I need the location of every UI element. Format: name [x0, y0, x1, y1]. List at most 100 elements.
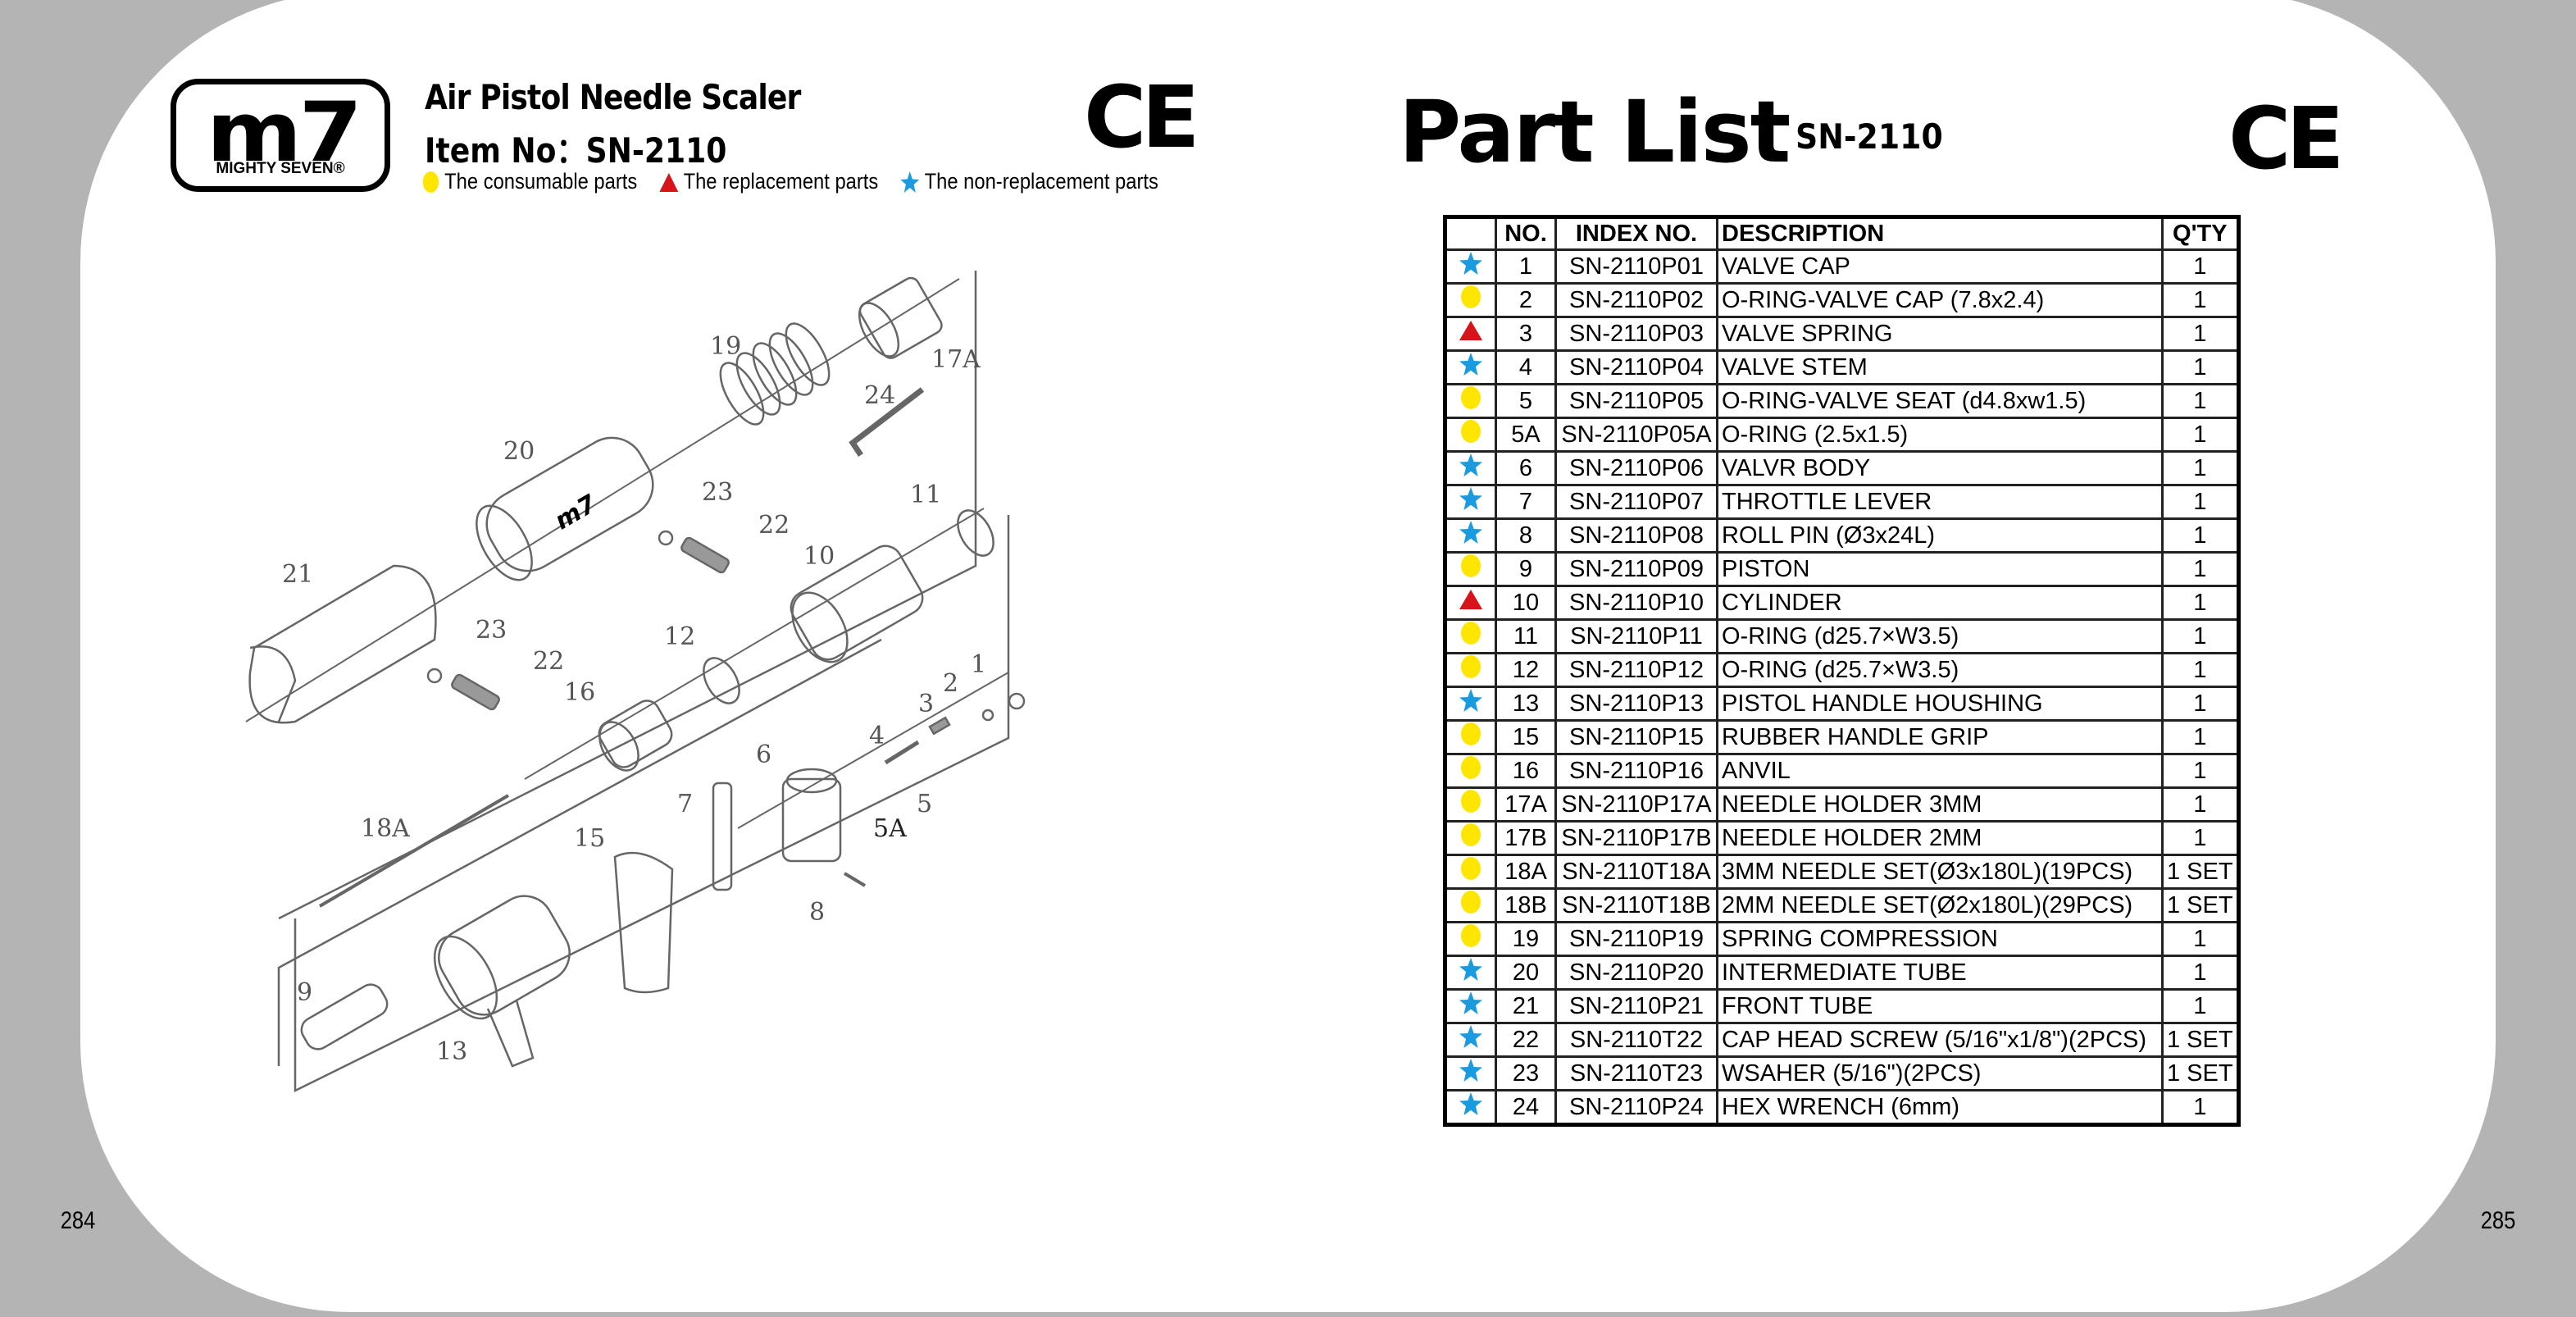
star-icon	[1444, 484, 1497, 520]
callout-18a: 18A	[361, 814, 410, 843]
quantity: 1	[2161, 383, 2240, 419]
callout-16: 16	[564, 678, 595, 707]
callout-12: 12	[664, 622, 695, 651]
circle-icon	[1444, 921, 1497, 957]
quantity: 1	[2161, 517, 2240, 554]
index-no: SN-2110P04	[1554, 349, 1718, 385]
cylinder-part	[790, 545, 924, 663]
index-no: SN-2110P03	[1554, 316, 1718, 352]
circle-icon	[1444, 786, 1497, 823]
page-number-right: 285	[2480, 1207, 2516, 1234]
quantity: 1	[2161, 820, 2240, 856]
part-no: 8	[1495, 517, 1557, 554]
quantity: 1	[2161, 719, 2240, 755]
index-no: SN-2110T22	[1554, 1022, 1718, 1058]
handle-housing-part	[433, 895, 571, 1068]
callout-labels: 19 17A 24 20 23 22 11 21 10 23 22 12 16 …	[282, 332, 986, 1066]
circle-icon	[1444, 854, 1497, 890]
callout-2: 2	[943, 669, 958, 698]
page-number-left: 284	[60, 1207, 96, 1234]
o-ring-part	[957, 509, 994, 557]
part-list-model: SN-2110	[1795, 116, 1943, 157]
group-frame-upper	[278, 271, 977, 920]
description: CAP HEAD SCREW (5/16"x1/8")(2PCS)	[1716, 1022, 2164, 1058]
index-no: SN-2110P10	[1554, 585, 1718, 621]
description: O-RING-VALVE SEAT (d4.8xw1.5)	[1716, 383, 2164, 419]
index-no: SN-2110P13	[1554, 686, 1718, 722]
valve-parts	[884, 692, 1026, 765]
quantity: 1	[2161, 786, 2240, 823]
callout-19: 19	[710, 332, 741, 361]
star-icon	[1444, 1089, 1497, 1126]
star-icon	[1444, 686, 1497, 722]
callout-5: 5	[917, 790, 932, 818]
callout-22: 22	[758, 511, 790, 540]
quantity: 1	[2161, 686, 2240, 722]
circle-icon	[1444, 820, 1497, 856]
group-frame-middle	[294, 515, 1010, 1093]
index-no: SN-2110T18A	[1554, 854, 1718, 890]
quantity: 1 SET	[2161, 854, 2240, 890]
description: HEX WRENCH (6mm)	[1716, 1089, 2164, 1126]
part-no: 12	[1495, 652, 1557, 688]
part-no: 1	[1495, 248, 1557, 285]
legend-non-replacement: The non-replacement parts	[900, 169, 1158, 194]
quantity: 1 SET	[2161, 887, 2240, 923]
part-no: 24	[1495, 1089, 1557, 1126]
callout-22: 22	[533, 647, 564, 676]
o-ring-part	[703, 657, 740, 704]
item-number: Item No：SN-2110	[425, 130, 727, 171]
legend-replacement: The replacement parts	[659, 169, 878, 194]
circle-icon	[1444, 887, 1497, 923]
quantity: 1	[2161, 652, 2240, 688]
description: VALVE CAP	[1716, 248, 2164, 285]
quantity: 1	[2161, 316, 2240, 352]
circle-icon	[1444, 383, 1497, 419]
callout-24: 24	[864, 381, 895, 410]
description: NEEDLE HOLDER 3MM	[1716, 786, 2164, 823]
index-no: SN-2110P21	[1554, 988, 1718, 1024]
description: O-RING (d25.7×W3.5)	[1716, 652, 2164, 688]
circle-icon	[1444, 282, 1497, 318]
header-index-no: INDEX NO.	[1554, 216, 1718, 251]
legend: The consumable parts The replacement par…	[421, 169, 1180, 194]
description: FRONT TUBE	[1716, 988, 2164, 1024]
part-no: 10	[1495, 585, 1557, 621]
circle-icon	[1444, 753, 1497, 789]
screw-part	[426, 530, 730, 711]
spring-part	[719, 322, 831, 426]
index-no: SN-2110P17A	[1554, 786, 1718, 823]
part-list-title: Part List	[1399, 82, 1791, 182]
description: O-RING (2.5x1.5)	[1716, 417, 2164, 453]
quantity: 1 SET	[2161, 1022, 2240, 1058]
piston-part	[300, 983, 389, 1050]
part-no: 18A	[1495, 854, 1557, 890]
part-no: 3	[1495, 316, 1557, 352]
circle-icon	[1444, 618, 1497, 654]
quantity: 1 SET	[2161, 1055, 2240, 1091]
index-no: SN-2110T18B	[1554, 887, 1718, 923]
quantity: 1	[2161, 753, 2240, 789]
index-no: SN-2110P01	[1554, 248, 1718, 285]
callout-23: 23	[702, 478, 733, 507]
mighty-seven-logo: m7 MIGHTY SEVEN®	[171, 79, 390, 192]
star-icon	[1444, 349, 1497, 385]
header-no: NO.	[1495, 216, 1557, 251]
part-no: 7	[1495, 484, 1557, 520]
part-no: 6	[1495, 450, 1557, 486]
callout-4: 4	[869, 722, 885, 750]
star-icon	[900, 171, 920, 193]
index-no: SN-2110P19	[1554, 921, 1718, 957]
description: CYLINDER	[1716, 585, 2164, 621]
